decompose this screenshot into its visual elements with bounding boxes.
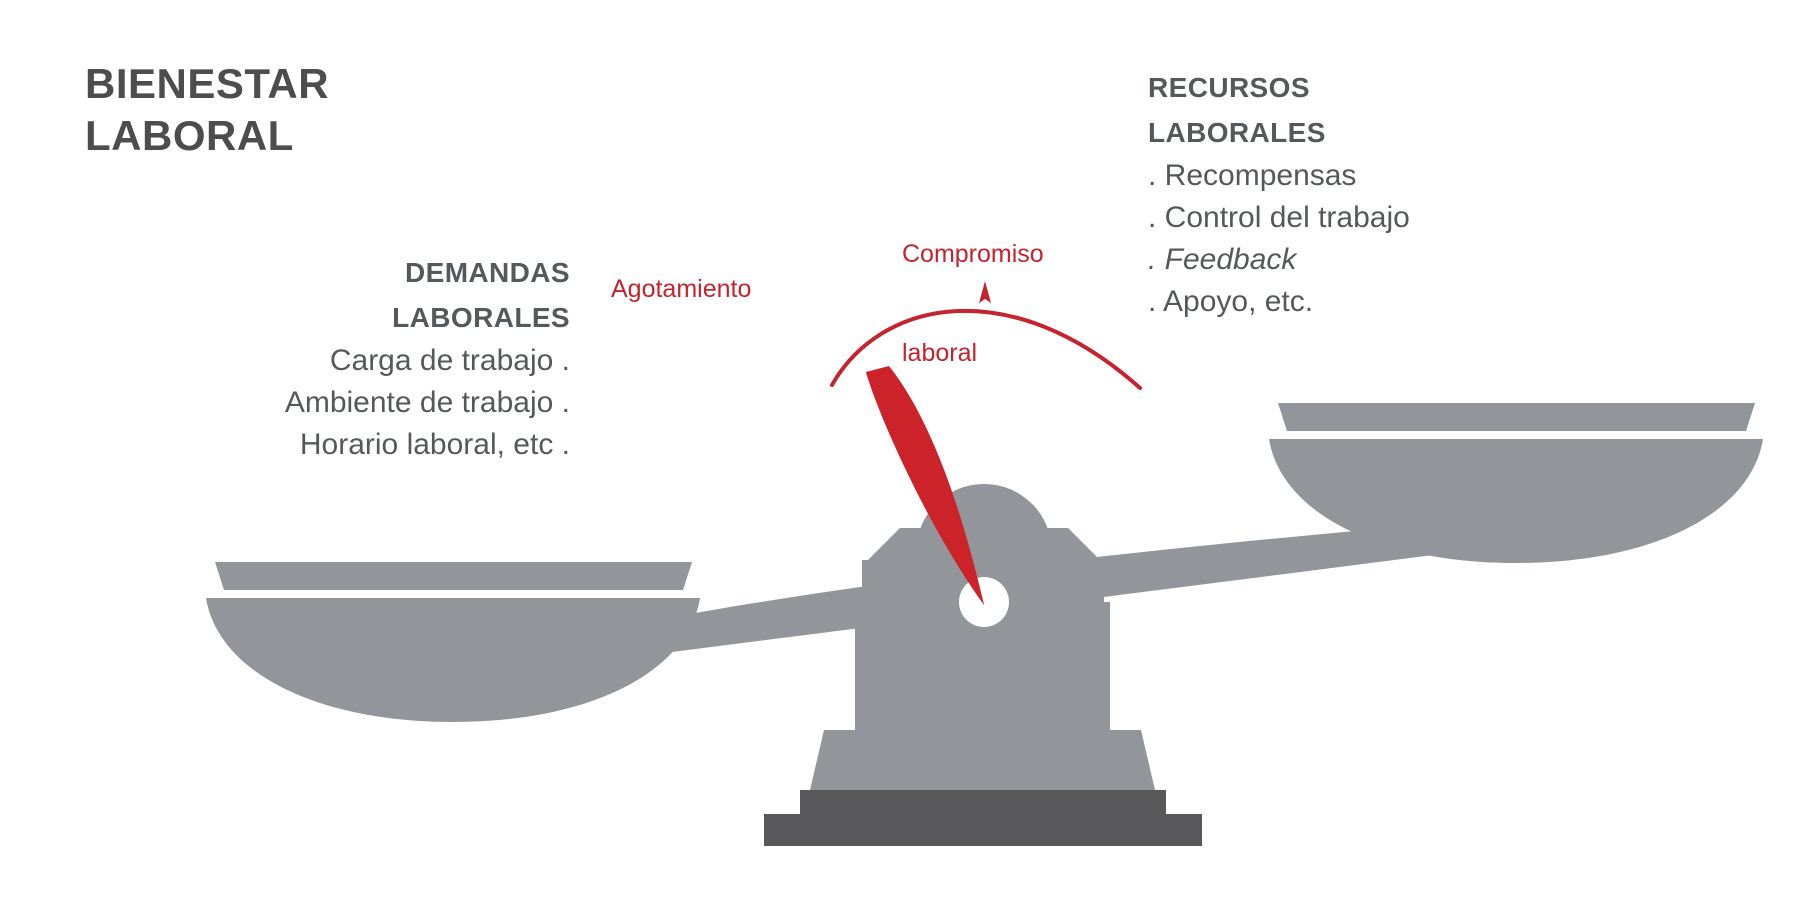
annotation-compromiso-laboral: Compromiso laboral <box>902 172 1044 436</box>
needle-arc <box>830 281 1142 390</box>
scale-column <box>855 484 1110 730</box>
left-pan <box>206 562 700 722</box>
right-heading-line-2: LABORALES <box>1148 117 1326 148</box>
scale-needle <box>866 366 984 605</box>
left-item-1: Ambiente de trabajo . <box>284 386 570 419</box>
right-item-1: . Control del trabajo <box>1148 201 1410 234</box>
left-heading-line-1: DEMANDAS <box>405 257 570 288</box>
annotation-agotamiento-text: Agotamiento <box>611 275 752 303</box>
annotation-agotamiento: Agotamiento <box>611 207 751 372</box>
left-item-0: Carga de trabajo . <box>329 344 570 377</box>
annotation-compromiso-line-1: Compromiso <box>902 240 1044 268</box>
page-title-line-1: BIENESTAR <box>85 60 330 107</box>
right-item-0: . Recompensas <box>1148 159 1357 192</box>
right-heading-line-1: RECURSOS <box>1148 72 1310 103</box>
page-title-line-2: LABORAL <box>85 112 294 159</box>
right-category-block: RECURSOS LABORALES . Recompensas . Contr… <box>1148 65 1668 323</box>
right-item-feedback: . Feedback <box>1148 243 1297 276</box>
right-item-2: . Apoyo, etc. <box>1148 285 1314 318</box>
page-title: BIENESTAR LABORAL <box>85 58 329 162</box>
left-heading-line-2: LABORALES <box>392 302 570 333</box>
right-pan <box>1269 403 1763 563</box>
annotation-compromiso-line-2: laboral <box>902 339 978 367</box>
left-item-2: Horario laboral, etc . <box>299 428 570 461</box>
scale-base <box>764 730 1202 846</box>
left-category-block: DEMANDAS LABORALES Carga de trabajo . Am… <box>120 250 570 466</box>
